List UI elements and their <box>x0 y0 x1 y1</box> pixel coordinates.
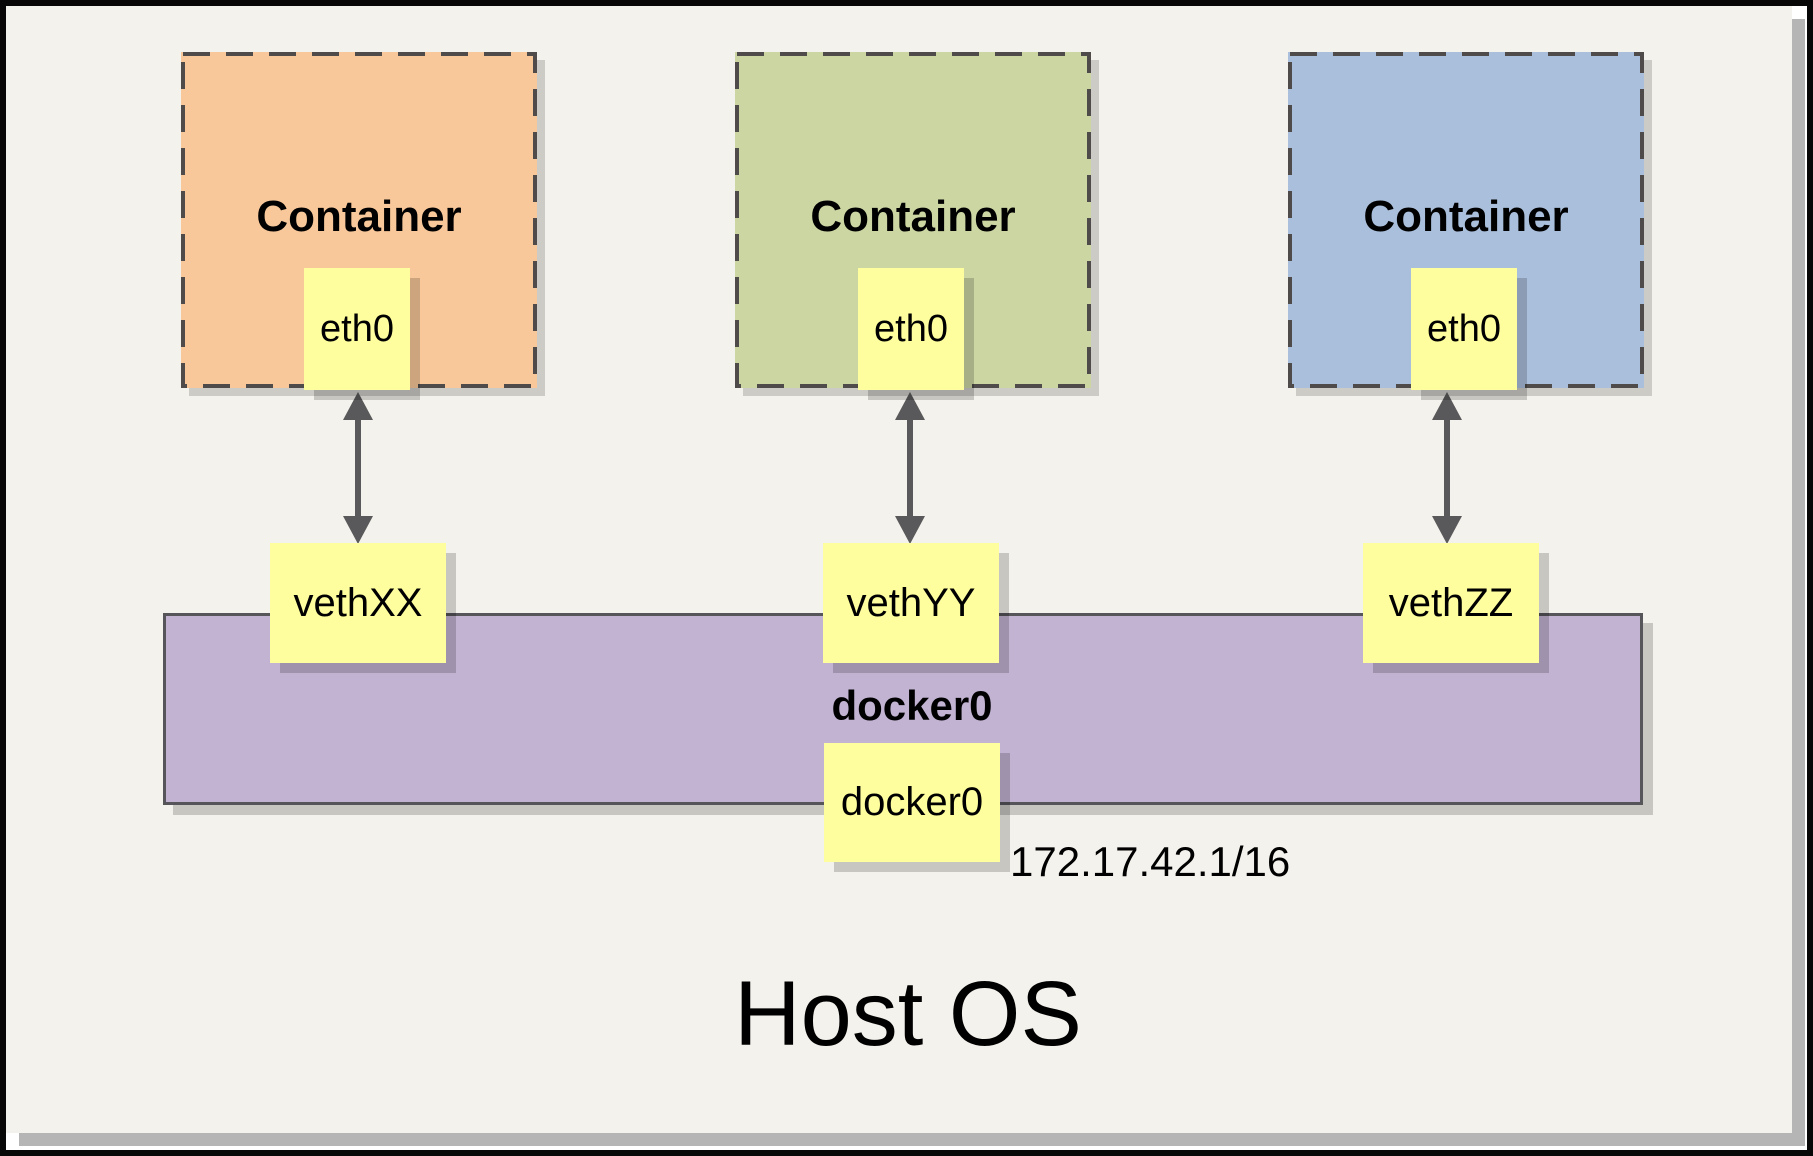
docker0-bridge-title: docker0 <box>831 682 993 729</box>
vethXX-interface-box: vethXX <box>270 543 446 663</box>
arrow-head-down-icon <box>343 516 373 544</box>
container-box-1: Container eth0 <box>181 52 537 390</box>
veth-connection-arrow-1 <box>343 392 373 544</box>
veth-connection-arrow-2 <box>895 392 925 544</box>
container-title: Container <box>810 192 1016 241</box>
docker0-interface-box: docker0 <box>824 743 1000 862</box>
veth-connection-arrow-3 <box>1432 392 1462 544</box>
eth0-interface-box-3: eth0 <box>1411 268 1517 390</box>
arrow-head-down-icon <box>895 516 925 544</box>
arrow-shaft <box>1444 416 1450 520</box>
arrow-shaft <box>355 416 361 520</box>
bridge-ip-address: 172.17.42.1/16 <box>1010 838 1291 885</box>
arrow-head-down-icon <box>1432 516 1462 544</box>
container-box-2: Container eth0 <box>735 52 1091 390</box>
container-title: Container <box>1363 192 1569 241</box>
arrow-head-up-icon <box>895 392 925 420</box>
vethZZ-interface-box: vethZZ <box>1363 543 1539 663</box>
container-box-3: Container eth0 <box>1288 52 1644 390</box>
vethYY-interface-box: vethYY <box>823 543 999 663</box>
arrow-head-up-icon <box>1432 392 1462 420</box>
eth0-interface-box-1: eth0 <box>304 268 410 390</box>
diagram-page: Container eth0 Container eth0 Container … <box>6 6 1792 1133</box>
eth0-interface-box-2: eth0 <box>858 268 964 390</box>
arrow-shaft <box>907 416 913 520</box>
container-title: Container <box>256 192 462 241</box>
host-os-title: Host OS <box>734 963 1082 1065</box>
arrow-head-up-icon <box>343 392 373 420</box>
